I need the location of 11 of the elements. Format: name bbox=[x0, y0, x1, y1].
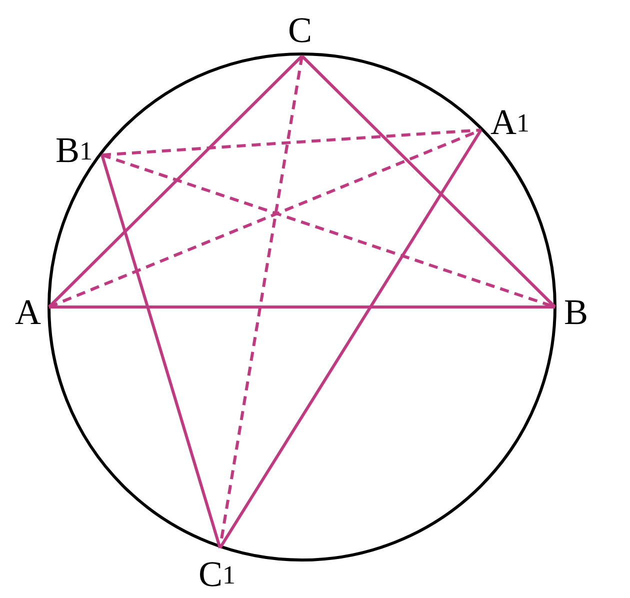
line-segment bbox=[49, 306, 555, 308]
line-segment bbox=[218, 129, 482, 549]
point-label: B bbox=[564, 294, 588, 330]
line-segment bbox=[300, 54, 556, 308]
point-label: C bbox=[288, 12, 312, 48]
dashed-line bbox=[102, 128, 482, 156]
line-segment bbox=[48, 54, 304, 308]
dashed-line bbox=[218, 56, 304, 548]
line-segment bbox=[100, 154, 222, 548]
point-label: A bbox=[15, 294, 41, 330]
dashed-line bbox=[48, 128, 482, 308]
